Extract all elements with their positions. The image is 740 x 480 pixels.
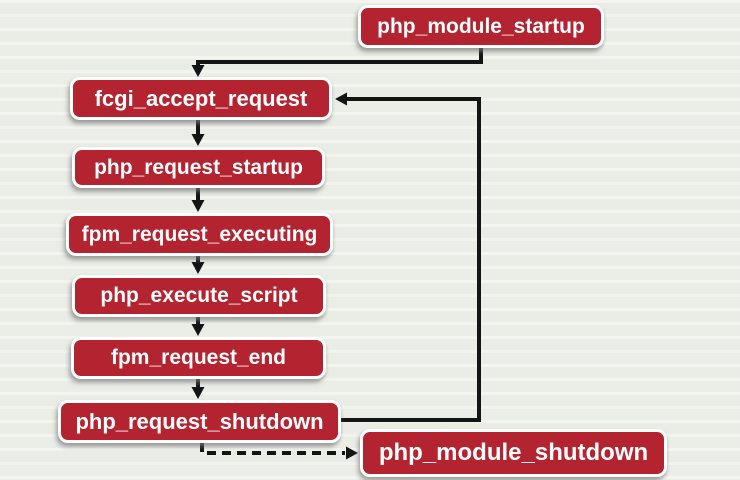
arrowhead-into-fcgi-top [191, 65, 205, 77]
node-label: fpm_request_executing [81, 222, 318, 246]
arrowhead-into-request-startup [191, 134, 205, 146]
edge-arrowheads [191, 65, 358, 460]
node-label: fpm_request_end [110, 346, 287, 369]
arrowhead-into-request-shutdown [191, 387, 205, 399]
node-fcgi-accept-request: fcgi_accept_request [70, 77, 332, 120]
node-php-request-shutdown: php_request_shutdown [58, 400, 341, 443]
node-label: php_request_shutdown [75, 408, 324, 434]
node-label: fcgi_accept_request [94, 85, 308, 111]
arrowhead-into-fpm-executing [191, 200, 205, 212]
node-php-request-startup: php_request_startup [72, 147, 325, 188]
edge-dashed-request-shutdown-to-module-shutdown [200, 443, 345, 455]
arrowhead-into-fpm-end [191, 324, 205, 336]
arrowhead-into-execute-script [191, 262, 205, 274]
edge-loop-request-shutdown-to-fcgi [341, 97, 481, 422]
arrowhead-loop-into-fcgi-right [335, 92, 347, 106]
node-php-module-startup: php_module_startup [358, 5, 604, 48]
node-php-module-shutdown: php_module_shutdown [360, 429, 667, 477]
node-label: php_module_startup [377, 14, 585, 38]
arrowhead-into-module-shutdown [346, 446, 358, 460]
node-label: php_module_shutdown [378, 439, 649, 466]
node-label: php_execute_script [100, 284, 298, 307]
node-fpm-request-end: fpm_request_end [71, 337, 326, 379]
edge-module-startup-to-fcgi [196, 48, 483, 66]
node-fpm-request-executing: fpm_request_executing [66, 213, 333, 256]
node-label: php_request_startup [94, 155, 303, 179]
edge-lines [196, 48, 483, 455]
node-php-execute-script: php_execute_script [72, 275, 326, 317]
